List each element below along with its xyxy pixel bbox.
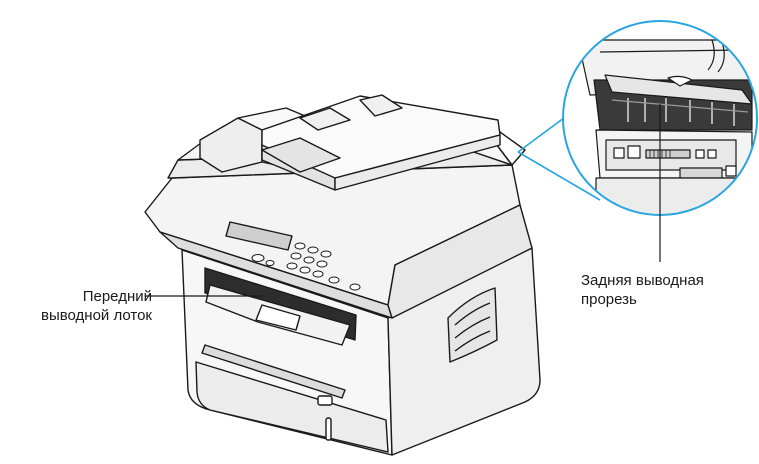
front-output-tray-label-line1: Передний xyxy=(12,287,152,306)
rear-detail-callout xyxy=(518,21,759,262)
rear-output-slot-label-line1: Задняя выводная xyxy=(581,271,704,290)
rear-output-slot-label-line2: прорезь xyxy=(581,290,704,309)
printer xyxy=(145,95,540,455)
front-output-tray-label: Передний выводной лоток xyxy=(12,287,152,325)
front-output-tray-label-line2: выводной лоток xyxy=(12,306,152,325)
rear-output-slot-label: Задняя выводная прорезь xyxy=(581,271,704,309)
